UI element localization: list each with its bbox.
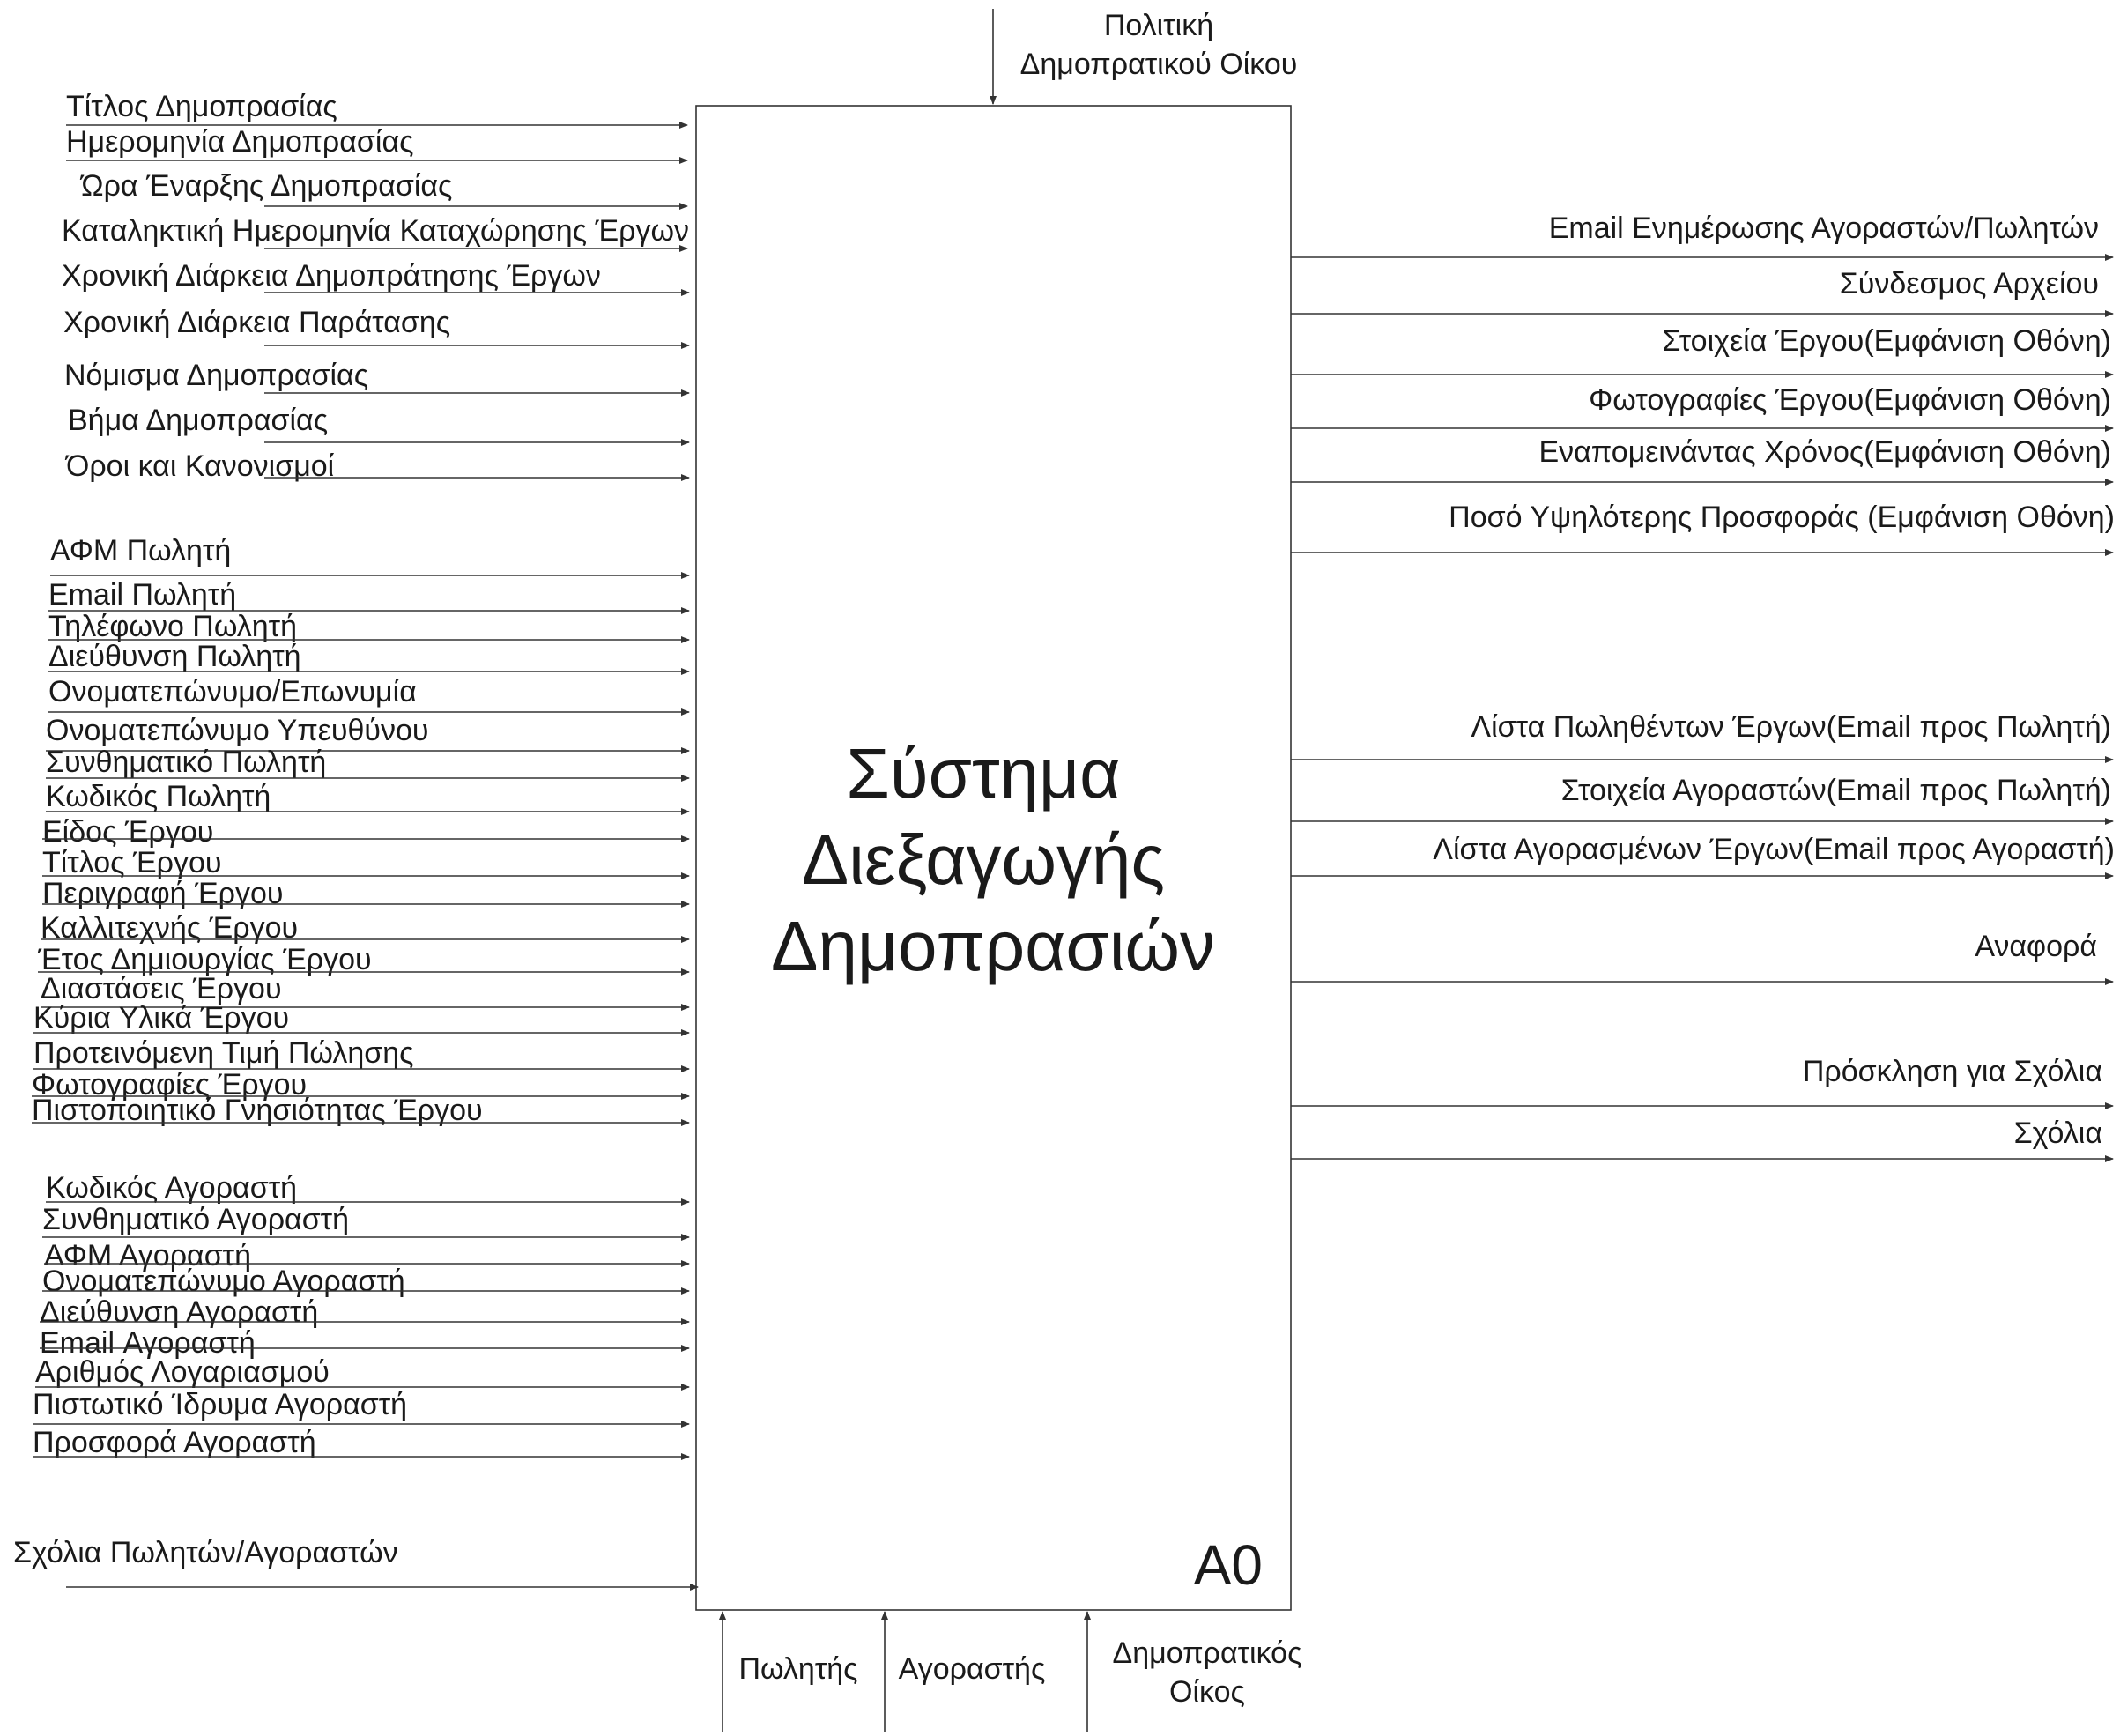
output-label: Πρόσκληση για Σχόλια [1803, 1055, 2102, 1088]
process-title: Σύστημα Διεξαγωγής Δημοπρασιών [771, 734, 1215, 985]
input-label: Email Πωλητή [48, 578, 236, 612]
process-box [695, 105, 1292, 1611]
input-label: Τηλέφωνο Πωλητή [48, 610, 297, 643]
input-label: Προσφορά Αγοραστή [33, 1426, 316, 1459]
input-label: Περιγραφή Έργου [42, 877, 284, 910]
output-label: Λίστα Πωληθέντων Έργων(Email προς Πωλητή… [1471, 710, 2111, 744]
output-label: Σύνδεσμος Αρχείου [1840, 267, 2099, 300]
output-label: Email Ενημέρωσης Αγοραστών/Πωλητών [1549, 211, 2099, 245]
input-label: Βήμα Δημοπρασίας [68, 404, 328, 437]
input-label: Διαστάσεις Έργου [41, 972, 282, 1005]
output-label: Στοιχεία Αγοραστών(Email προς Πωλητή) [1561, 774, 2111, 807]
input-label: Ονοματεπώνυμο Υπευθύνου [46, 714, 429, 747]
input-label: Καταληκτική Ημερομηνία Καταχώρησης Έργων [62, 214, 689, 248]
input-label: Ημερομηνία Δημοπρασίας [66, 125, 414, 159]
output-label: Ποσό Υψηλότερης Προσφοράς (Εμφάνιση Οθόν… [1449, 501, 2115, 534]
output-label: Φωτογραφίες Έργου(Εμφάνιση Οθόνη) [1589, 383, 2111, 417]
input-label: Πιστωτικό Ίδρυμα Αγοραστή [33, 1388, 407, 1421]
input-label: Κωδικός Αγοραστή [46, 1171, 297, 1205]
output-label: Στοιχεία Έργου(Εμφάνιση Οθόνη) [1662, 324, 2111, 358]
input-label: Email Αγοραστή [40, 1326, 256, 1360]
control-label: Πολιτική [1104, 9, 1213, 42]
input-label: Διεύθυνση Αγοραστή [40, 1295, 318, 1329]
process-title-line: Σύστημα [846, 734, 1120, 812]
input-label: ΑΦΜ Πωλητή [50, 534, 231, 568]
input-label: Διεύθυνση Πωλητή [48, 640, 301, 673]
input-label: Συνθηματικό Πωλητή [46, 746, 326, 779]
input-label: Σχόλια Πωλητών/Αγοραστών [13, 1536, 398, 1569]
input-label: Τίτλος Έργου [42, 846, 222, 879]
input-label: Συνθηματικό Αγοραστή [42, 1203, 349, 1236]
input-label: Τίτλος Δημοπρασίας [66, 90, 337, 123]
input-label: Ονοματεπώνυμο/Επωνυμία [48, 675, 417, 708]
mechanism-label: Πωλητής [738, 1652, 857, 1686]
mechanism-label: Αγοραστής [899, 1652, 1046, 1686]
input-label: Είδος Έργου [42, 815, 213, 849]
input-label: Κύρια Υλικά Έργου [33, 1001, 289, 1035]
input-label: Έτος Δημιουργίας Έργου [37, 943, 372, 976]
input-label: Αριθμός Λογαριασμού [35, 1355, 330, 1389]
mechanism-label: Οίκος [1169, 1675, 1245, 1709]
mechanism-label: Δημοπρατικός [1113, 1636, 1302, 1670]
control-label: Δημοπρατικού Οίκου [1020, 48, 1298, 81]
output-label: Λίστα Αγορασμένων Έργων(Email προς Αγορα… [1433, 833, 2115, 866]
output-label: Εναπομεινάντας Χρόνος(Εμφάνιση Οθόνη) [1538, 435, 2111, 469]
output-label: Σχόλια [2014, 1117, 2102, 1150]
input-label: ΑΦΜ Αγοραστή [44, 1239, 251, 1272]
process-title-line: Διεξαγωγής [802, 820, 1165, 899]
input-label: Χρονική Διάρκεια Δημοπράτησης Έργων [62, 259, 601, 293]
input-label: Πιστοποιητικό Γνησιότητας Έργου [32, 1094, 483, 1127]
input-label: Νόμισμα Δημοπρασίας [64, 359, 368, 392]
output-arrows: Email Ενημέρωσης Αγοραστών/ΠωλητώνΣύνδεσ… [1291, 211, 2115, 1162]
input-label: Χρονική Διάρκεια Παράτασης [63, 306, 450, 339]
input-label: Προτεινόμενη Τιμή Πώλησης [33, 1036, 414, 1070]
process-title-line: Δημοπρασιών [771, 907, 1215, 985]
input-label: Ώρα Έναρξης Δημοπρασίας [79, 169, 452, 203]
output-label: Αναφορά [1975, 930, 2097, 963]
node-id: A0 [1194, 1533, 1263, 1597]
input-label: Ονοματεπώνυμο Αγοραστή [42, 1265, 405, 1298]
input-label: Κωδικός Πωλητή [46, 780, 271, 813]
